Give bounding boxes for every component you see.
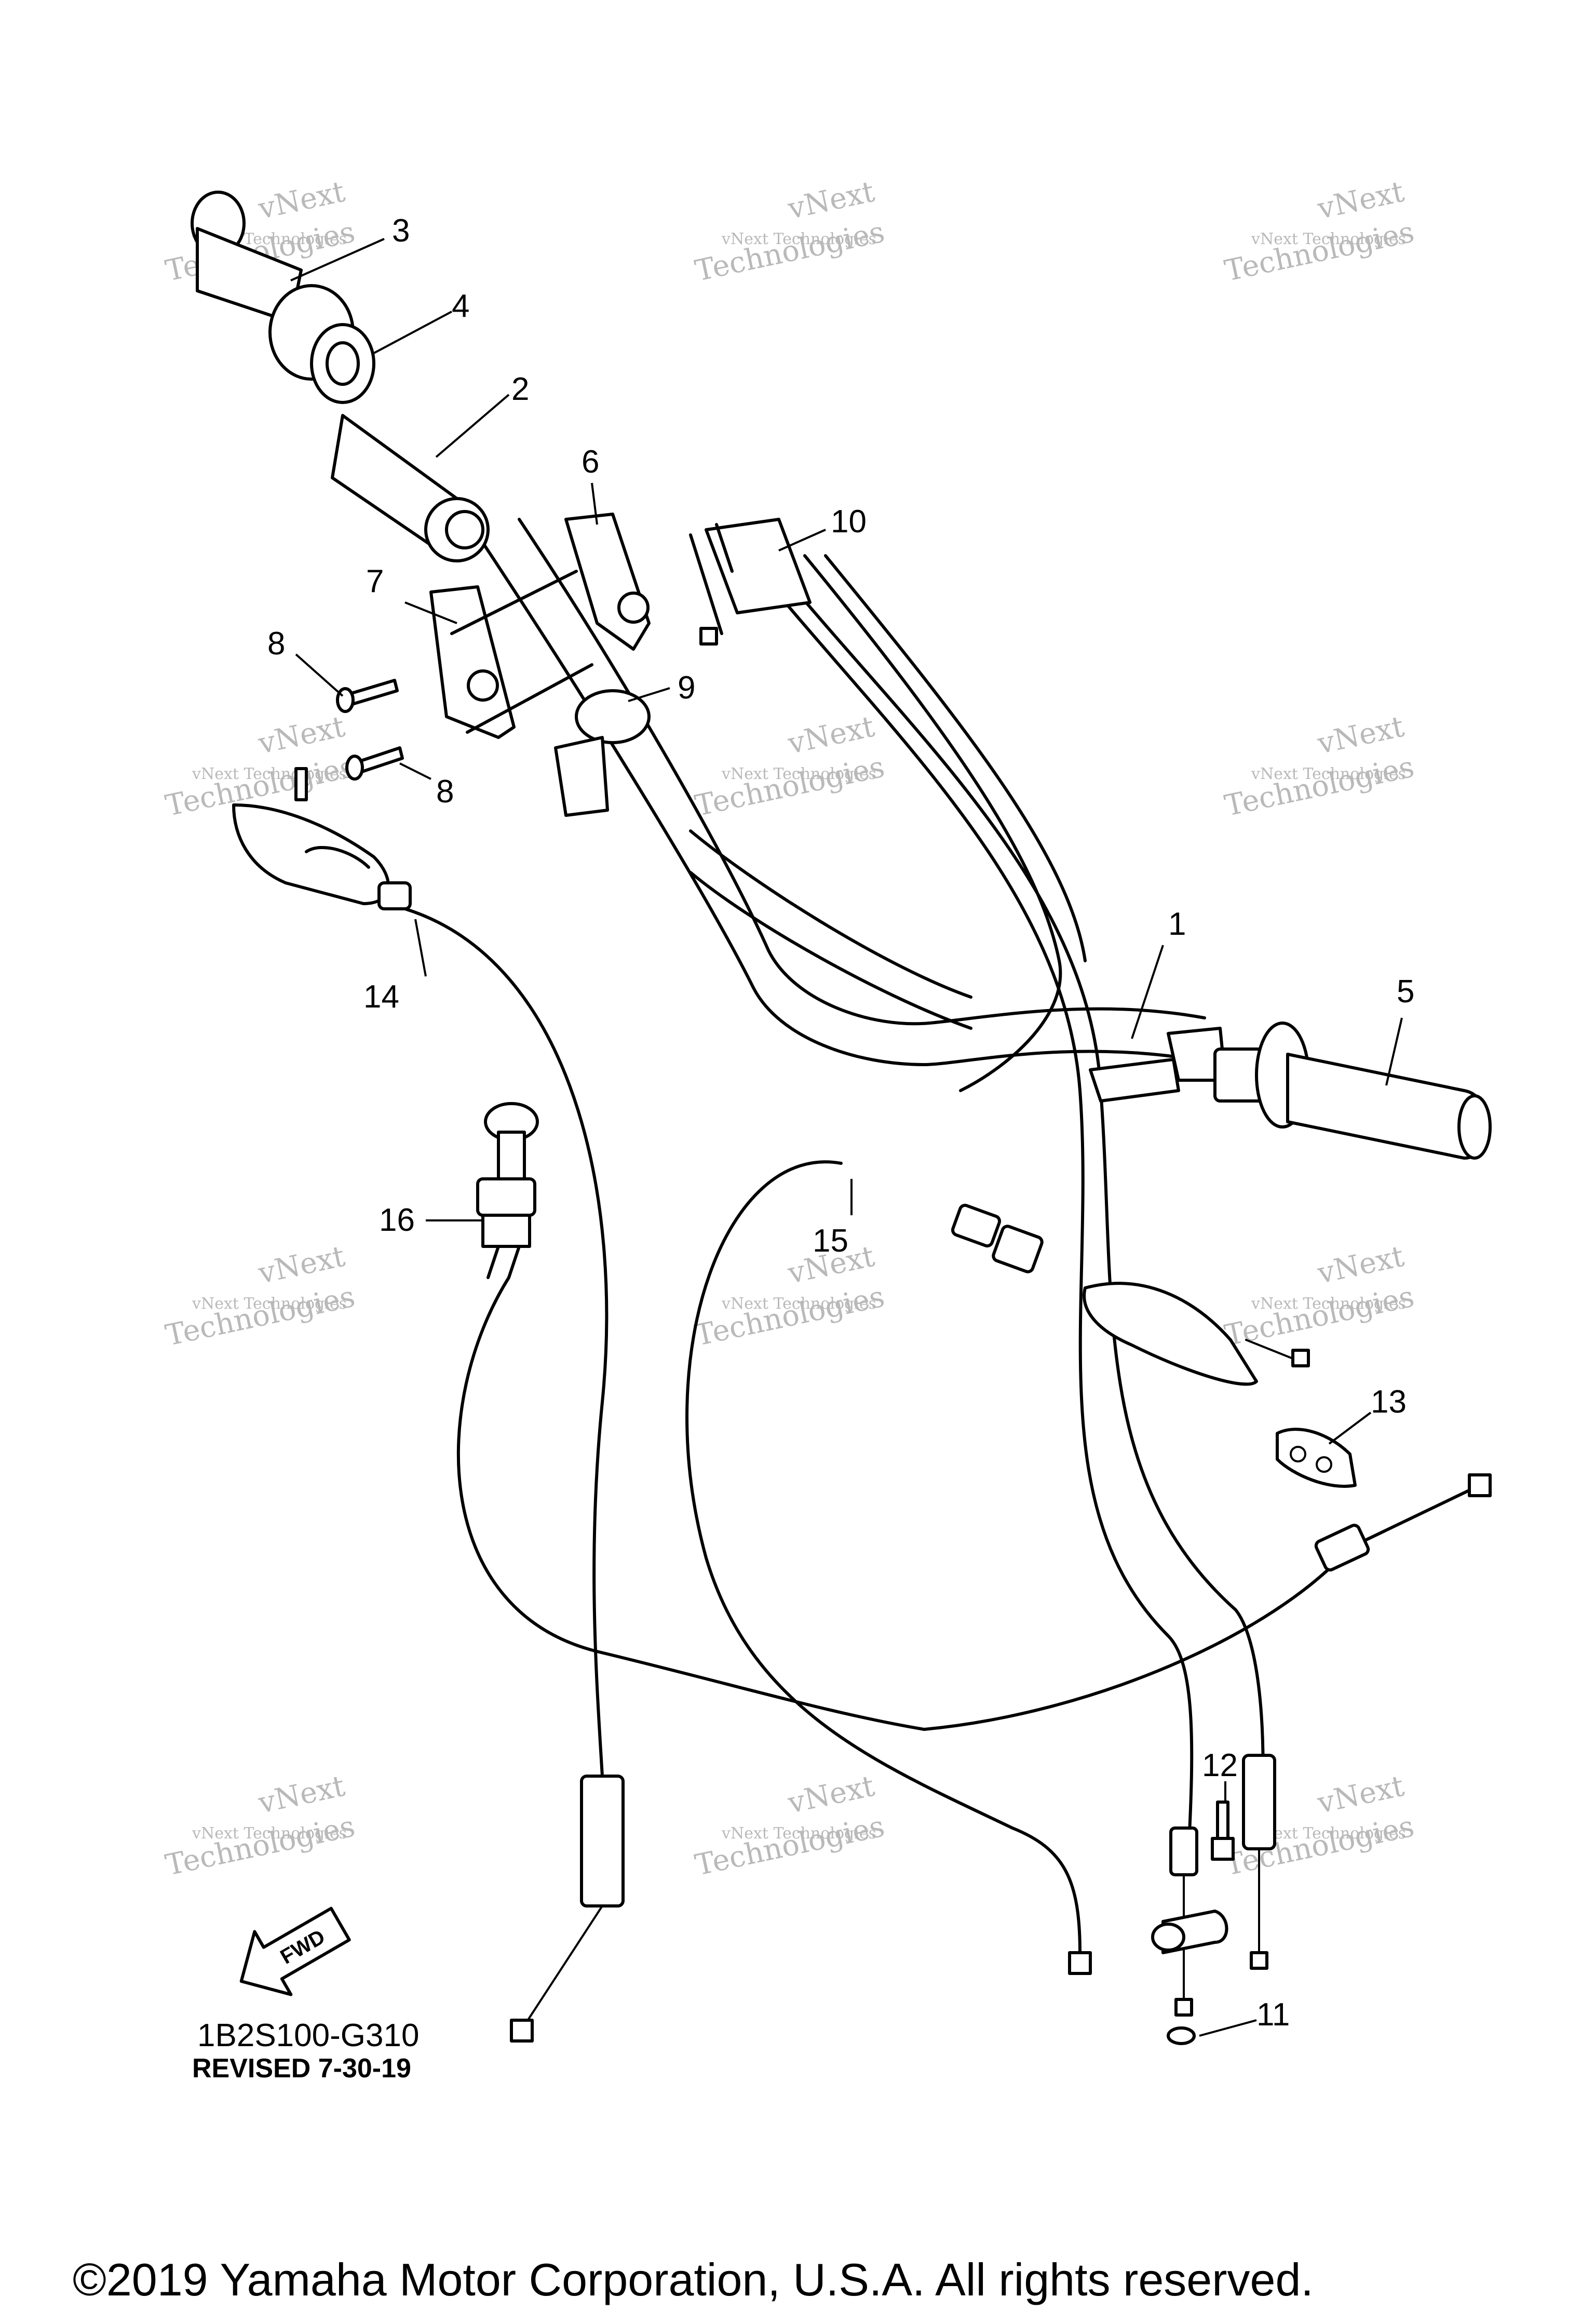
watermark-small: vNext Technologies xyxy=(1251,230,1406,248)
watermark-small: vNext Technologies xyxy=(721,765,876,783)
callout-1: 1 xyxy=(1168,906,1186,942)
watermark-technologies: Technologies xyxy=(163,1280,358,1353)
watermark-small: vNext Technologies xyxy=(1251,1295,1406,1313)
copyright-notice: ©2019 Yamaha Motor Corporation, U.S.A. A… xyxy=(73,2254,1314,2305)
callout-5: 5 xyxy=(1397,974,1414,1010)
callout-8-upper: 8 xyxy=(267,626,285,662)
cable-holder-13 xyxy=(1276,1428,1357,1488)
clutch-cable-lower-tip xyxy=(510,2019,534,2043)
hot-start-lever-body xyxy=(1083,1282,1258,1386)
watermark-small: vNext Technologies xyxy=(192,1295,347,1313)
callout-13: 13 xyxy=(1371,1384,1407,1420)
watermark-small: vNext Technologies xyxy=(192,1824,347,1843)
callout-2: 2 xyxy=(511,371,529,407)
callout-6: 6 xyxy=(582,444,599,480)
housing-guide-lines xyxy=(450,570,593,734)
callout-labels: 1 2 3 4 5 6 7 8 8 9 10 11 12 13 14 15 16 xyxy=(267,213,1414,2033)
throttle-cable-adjuster-b xyxy=(1242,1754,1276,1850)
hot-start-cable-tip xyxy=(1068,1951,1092,1975)
housing-upper-6 xyxy=(564,513,651,651)
housing-lower-7 xyxy=(429,585,516,739)
throttle-cables xyxy=(741,549,1276,2017)
callout-10: 10 xyxy=(831,504,867,540)
watermark-technologies: Technologies xyxy=(692,750,887,823)
callout-4: 4 xyxy=(452,288,469,324)
adjuster-16 xyxy=(476,1102,539,1279)
hot-start-lever xyxy=(951,1203,1310,1386)
throttle-cable-fittings xyxy=(689,518,812,646)
clutch-lever xyxy=(232,767,412,910)
callout-8-lower: 8 xyxy=(436,774,454,810)
watermark-technologies: Technologies xyxy=(692,1280,887,1353)
left-grip-assembly xyxy=(191,191,490,562)
watermark-small: vNext Technologies xyxy=(1251,765,1406,783)
throttle-cable-tip-a xyxy=(1174,1998,1193,2017)
watermark-technologies: Technologies xyxy=(1222,215,1417,288)
bolt-12 xyxy=(1211,1801,1235,1861)
callout-9: 9 xyxy=(678,670,695,706)
watermark-small: vNext Technologies xyxy=(192,765,347,783)
revision-date: REVISED 7-30-19 xyxy=(192,2053,411,2084)
watermark-small: vNext Technologies xyxy=(721,230,876,248)
clutch-cable-tip xyxy=(1468,1473,1492,1497)
right-grip xyxy=(1089,1022,1492,1160)
callout-11: 11 xyxy=(1256,1997,1290,2033)
throttle-housing xyxy=(336,513,651,817)
clutch-cable xyxy=(403,907,1492,2043)
callout-15: 15 xyxy=(813,1223,848,1259)
forward-arrow-icon xyxy=(239,1906,351,1996)
fwd-arrow: FWD xyxy=(239,1906,351,1996)
throttle-cable-end-a xyxy=(1169,1826,1198,1876)
watermark-small: vNext Technologies xyxy=(1251,1824,1406,1843)
callout-12: 12 xyxy=(1202,1748,1238,1783)
cable-bracket xyxy=(1151,1910,1228,1954)
clutch-cable-adjuster xyxy=(1314,1524,1370,1571)
leader-lines xyxy=(290,238,1403,2037)
callout-7: 7 xyxy=(366,563,384,599)
hot-start-cable xyxy=(685,1160,1092,1975)
watermark-small: vNext Technologies xyxy=(721,1824,876,1843)
clamp-9 xyxy=(575,689,651,744)
watermark-technologies: Technologies xyxy=(692,1809,887,1883)
callout-16: 16 xyxy=(379,1202,415,1238)
clutch-cable-lower-adjuster xyxy=(580,1775,625,1907)
callout-3: 3 xyxy=(392,213,410,249)
watermark-technologies: Technologies xyxy=(692,215,887,288)
throttle-cable-tip-b xyxy=(1250,1951,1268,1970)
watermark-technologies: Technologies xyxy=(1222,750,1417,823)
watermark-technologies: Technologies xyxy=(163,1809,358,1883)
o-ring-11 xyxy=(1167,2026,1196,2045)
callout-14: 14 xyxy=(363,979,399,1015)
watermark-small: vNext Technologies xyxy=(721,1295,876,1313)
diagram-code: 1B2S100-G310 xyxy=(197,2018,419,2053)
clutch-lever-body xyxy=(232,803,390,905)
